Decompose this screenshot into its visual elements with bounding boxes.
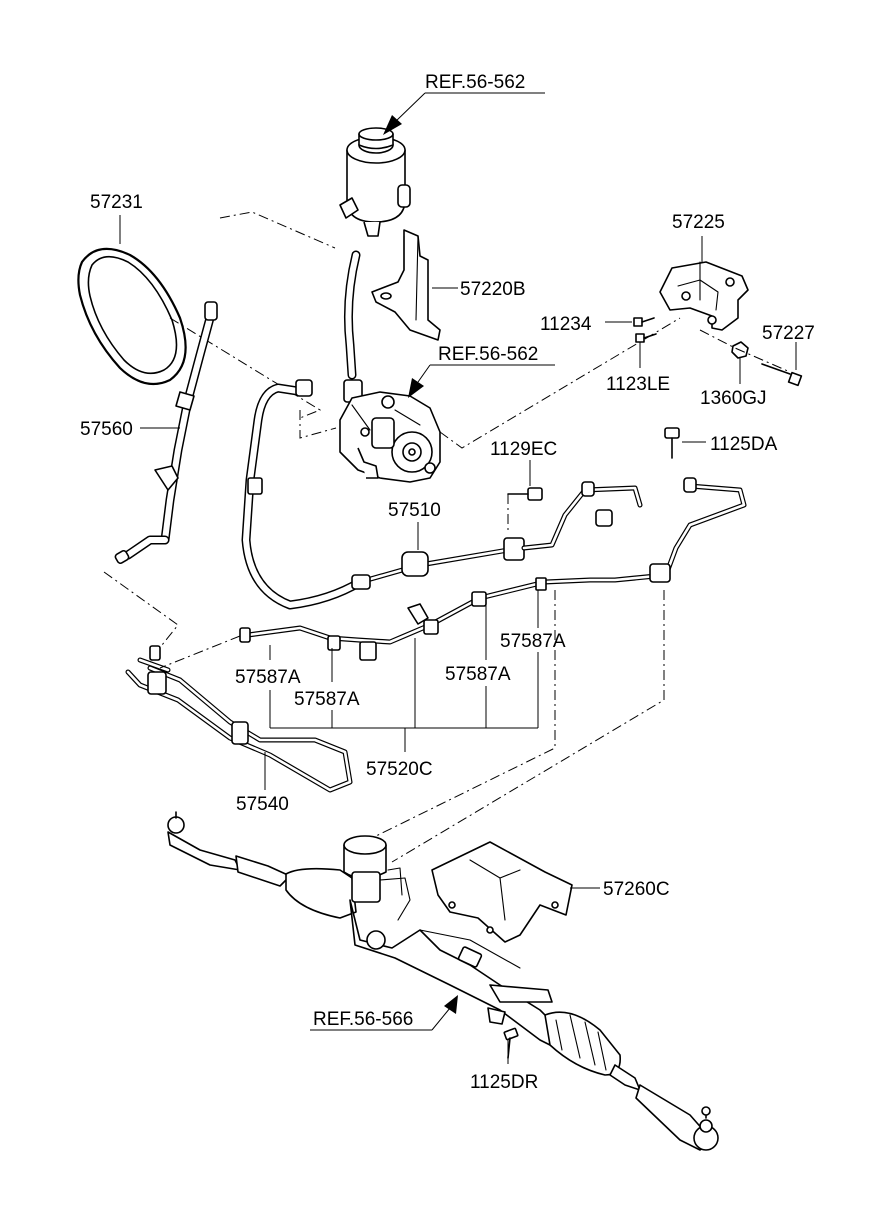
- nut-1360GJ: [731, 341, 749, 384]
- reservoir-assembly: [339, 127, 411, 237]
- pressure-hose-57510: [241, 379, 643, 610]
- part-1123LE-label: 1123LE: [606, 374, 670, 395]
- part-57540-label: 57540: [236, 794, 289, 815]
- bolt-1123LE: [635, 333, 657, 368]
- return-tube-57520C: [239, 477, 747, 661]
- heat-shield-57260C: [431, 841, 600, 943]
- part-11234-label: 11234: [540, 314, 592, 335]
- reservoir-hose: [343, 250, 363, 403]
- part-57560-label: 57560: [80, 419, 133, 440]
- ref-gear-label: REF.56-566: [313, 1009, 413, 1030]
- bolt-1125DA: [664, 427, 706, 459]
- part-57231-label: 57231: [90, 192, 143, 213]
- drive-belt-57231: [77, 215, 187, 386]
- ref-reservoir-arrow: [383, 92, 545, 135]
- part-57260C-label: 57260C: [603, 879, 670, 900]
- steering-gear-assembly: [167, 811, 719, 1151]
- part-57220B-label: 57220B: [460, 279, 526, 300]
- bolt-57227: [761, 342, 803, 387]
- bolt-1129EC: [507, 460, 543, 501]
- part-57587A-label-3: 57587A: [445, 664, 511, 685]
- cooler-tube-57540: [125, 645, 353, 793]
- bolt-1125DR: [503, 1027, 519, 1064]
- ref-pump-label: REF.56-562: [438, 344, 538, 365]
- bracket-57220B: [371, 229, 458, 341]
- part-57587A-label-2: 57587A: [294, 689, 360, 710]
- ref-reservoir-label: REF.56-562: [425, 72, 525, 93]
- part-57587A-label-1: 57587A: [235, 667, 301, 688]
- return-hose-57560: [114, 301, 218, 565]
- part-57510-label: 57510: [388, 500, 441, 521]
- part-57587A-label-4: 57587A: [500, 631, 566, 652]
- part-1125DR-label: 1125DR: [470, 1072, 538, 1093]
- part-1129EC-label: 1129EC: [490, 439, 557, 460]
- part-57520C-label: 57520C: [366, 759, 433, 780]
- ref-pump-arrow: [408, 364, 555, 398]
- bracket-57225: [659, 236, 749, 331]
- ref-gear-arrow: [310, 995, 458, 1031]
- leaders-57587A-57520C: [269, 590, 539, 752]
- part-1125DA-label: 1125DA: [710, 434, 778, 455]
- part-57227-label: 57227: [762, 323, 815, 344]
- part-1360GJ-label: 1360GJ: [700, 388, 767, 409]
- part-57225-label: 57225: [672, 212, 725, 233]
- bolt-11234: [605, 317, 655, 327]
- power-steering-pump: [339, 391, 441, 483]
